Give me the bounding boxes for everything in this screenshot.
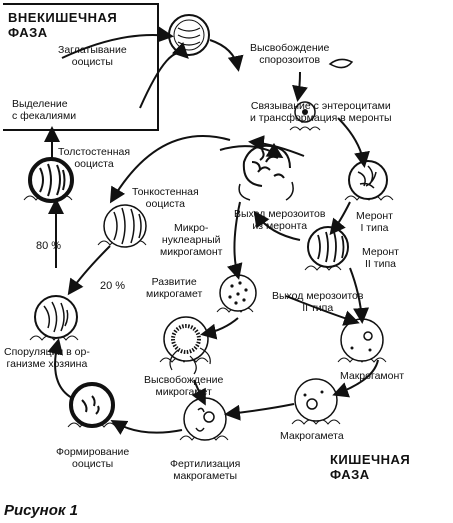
label-line: Меронт	[362, 246, 399, 258]
label-line: нуклеарный	[161, 234, 221, 246]
cycle-arrows	[44, 26, 379, 435]
macrogamete-illustration	[291, 378, 341, 425]
label-line: Высвобождение	[250, 42, 330, 54]
macrogamont-illustration	[337, 318, 387, 363]
enterocyte-binding-illustration	[289, 101, 321, 131]
phase-title-line-2: ФАЗА	[330, 467, 370, 482]
label-line: Толстостенная	[58, 146, 131, 158]
meront-type-2-illustration	[304, 226, 349, 271]
figure-caption: Рисунок 1	[4, 502, 78, 519]
label-line: микрогамонт	[160, 246, 223, 258]
thick-wall-oocyst-label: Толстостенная ооциста	[58, 146, 130, 170]
label-line: Споруляция в ор-	[4, 346, 90, 358]
label-line: ооциста	[145, 198, 186, 210]
release-sporozoites-label: Высвобождение спорозоитов	[250, 42, 329, 66]
label-line: Формирование	[56, 446, 130, 458]
microgamete-release-illustration	[169, 347, 211, 375]
sporozoite-illustration	[328, 58, 354, 69]
label-line: ооциста	[74, 158, 114, 170]
intestinal-region-line	[248, 122, 408, 140]
intestinal-phase-title: КИШЕЧНАЯ ФАЗА	[330, 452, 410, 482]
microgamete-release-label: Высвобождение микрогамет	[144, 374, 223, 398]
label-line: с фекалиями	[12, 110, 77, 122]
label-line: II типа	[365, 258, 396, 270]
merozoite-exit-2-label: Выход мерозоитов II типа	[272, 290, 363, 314]
label-line: ганизме хозяина	[6, 358, 88, 370]
percentage-80: 80 %	[36, 240, 62, 252]
label-line: Макрогамонт	[340, 370, 405, 382]
fertilization-illustration	[179, 397, 229, 441]
label-line: Высвобождение	[144, 374, 224, 386]
merozoite-exit-1-illustration	[238, 144, 294, 201]
label-line: Выход мерозоитов	[272, 290, 364, 302]
extraintestinal-phase-box	[3, 3, 159, 131]
label-line: спорозоитов	[259, 54, 321, 66]
label-line: Микро-	[174, 222, 209, 234]
label-line: Макрогамета	[280, 430, 344, 442]
phase-title-line-1: КИШЕЧНАЯ	[330, 452, 411, 467]
oocyst-formation-label: Формирование ооцисты	[56, 446, 129, 470]
label-line: Фертилизация	[170, 458, 241, 470]
extraintestinal-phase-title: ВНЕКИШЕЧНАЯ ФАЗА	[8, 10, 117, 40]
label-line: и трансформация в меронты	[250, 112, 392, 124]
oocyst-formation-illustration	[67, 382, 117, 428]
label-line: Тонкостенная	[132, 186, 199, 198]
label-line: ооцисты	[72, 458, 114, 470]
label-line: Развитие	[151, 276, 197, 288]
label-line: макрогаметы	[173, 470, 238, 482]
label-line: Заглатывание	[58, 44, 127, 56]
label-line: II типа	[302, 302, 334, 314]
microgamont-illustration	[216, 274, 257, 313]
label-line: Выделение	[12, 98, 68, 110]
fertilization-label: Фертилизация макрогаметы	[170, 458, 240, 482]
percentage-20: 20 %	[100, 280, 126, 292]
macrogamont-label: Макрогамонт	[340, 370, 404, 382]
sporulation-illustration	[29, 295, 79, 341]
meront-2-label: Меронт II типа	[362, 246, 399, 270]
meront-1-label: Меронт I типа	[356, 210, 393, 234]
phase-title-line-1: ВНЕКИШЕЧНАЯ	[8, 10, 118, 25]
label-line: Выход мерозоитов	[234, 208, 326, 220]
macrogamete-label: Макрогамета	[280, 430, 344, 442]
swallowing-label: Заглатывание ооцисты	[58, 44, 127, 68]
phase-title-line-2: ФАЗА	[8, 25, 48, 40]
sporulation-label: Споруляция в ор- ганизме хозяина	[4, 346, 90, 370]
label-line: Меронт	[356, 210, 393, 222]
excretion-label: Выделение с фекалиями	[12, 98, 76, 122]
label-line: ооцисты	[71, 56, 113, 68]
binding-label: Связывание с энтероцитами и трансформаци…	[250, 100, 392, 124]
label-line: микрогамет	[155, 386, 212, 398]
microgamont-label: Микро- нуклеарный микрогамонт	[160, 222, 222, 258]
label-line: I типа	[360, 222, 389, 234]
microgamete-development-label: Развитие микрогамет	[146, 276, 202, 300]
thin-wall-oocyst-illustration	[97, 204, 147, 248]
meront-type-1-illustration	[344, 160, 394, 201]
label-line: из меронта	[252, 220, 308, 232]
oocyst-swallowed-illustration	[168, 14, 210, 56]
merozoite-exit-1-label: Выход мерозоитов из меронта	[234, 208, 325, 232]
microgamete-development-illustration	[159, 316, 209, 363]
label-line: микрогамет	[146, 288, 203, 300]
label-line: Связывание с энтероцитами	[250, 100, 391, 112]
thin-wall-oocyst-label: Тонкостенная ооциста	[132, 186, 199, 210]
